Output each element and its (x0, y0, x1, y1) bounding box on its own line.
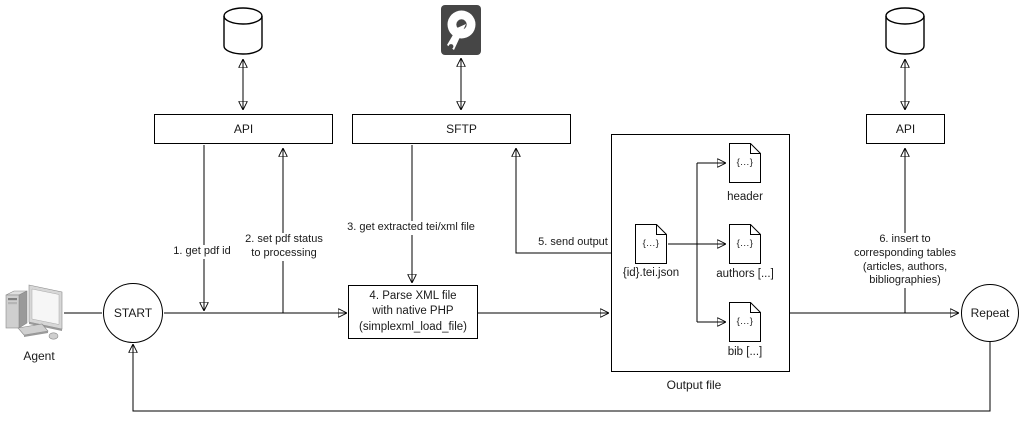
sftp-node: SFTP (352, 114, 571, 144)
source-file-label: {id}.tei.json (622, 267, 680, 279)
file-glyph: {...} (642, 238, 660, 249)
edge-label-step3: 3. get extracted tei/xml file (345, 221, 477, 235)
edge-label-step5: 5. send output (536, 236, 610, 250)
agent-label: Agent (23, 349, 55, 363)
api-left-node: API (154, 114, 333, 144)
edge-send-output-to-sftp (516, 148, 611, 254)
file-glyph: {...} (736, 157, 754, 168)
parse-xml-node: 4. Parse XML file with native PHP (simpl… (348, 285, 478, 339)
desktop-computer-icon (5, 284, 63, 340)
output-file-group (611, 134, 790, 372)
json-file-icon: {...} (729, 224, 761, 264)
edge-label-step6: 6. insert to corresponding tables (artic… (845, 233, 965, 288)
file-glyph: {...} (736, 238, 754, 249)
start-node: START (103, 283, 163, 343)
header-file-label: header (727, 191, 763, 203)
database-cylinder-icon (885, 7, 925, 55)
edge-label-step1: 1. get pdf id (171, 245, 233, 259)
json-file-icon: {...} (729, 302, 761, 342)
authors-file-label: authors [...] (716, 268, 774, 280)
database-cylinder-icon (223, 7, 263, 55)
json-file-icon: {...} (729, 143, 761, 183)
edge-label-step2: 2. set pdf status to processing (243, 233, 325, 261)
file-glyph: {...} (736, 316, 754, 327)
json-file-icon: {...} (635, 224, 667, 264)
repeat-node: Repeat (961, 284, 1019, 342)
api-right-node: API (866, 114, 945, 144)
output-file-group-label: Output file (666, 378, 722, 392)
edge-repeat-loop-to-start (133, 342, 991, 412)
hard-disk-icon (441, 5, 481, 55)
bib-file-label: bib [...] (727, 346, 763, 358)
